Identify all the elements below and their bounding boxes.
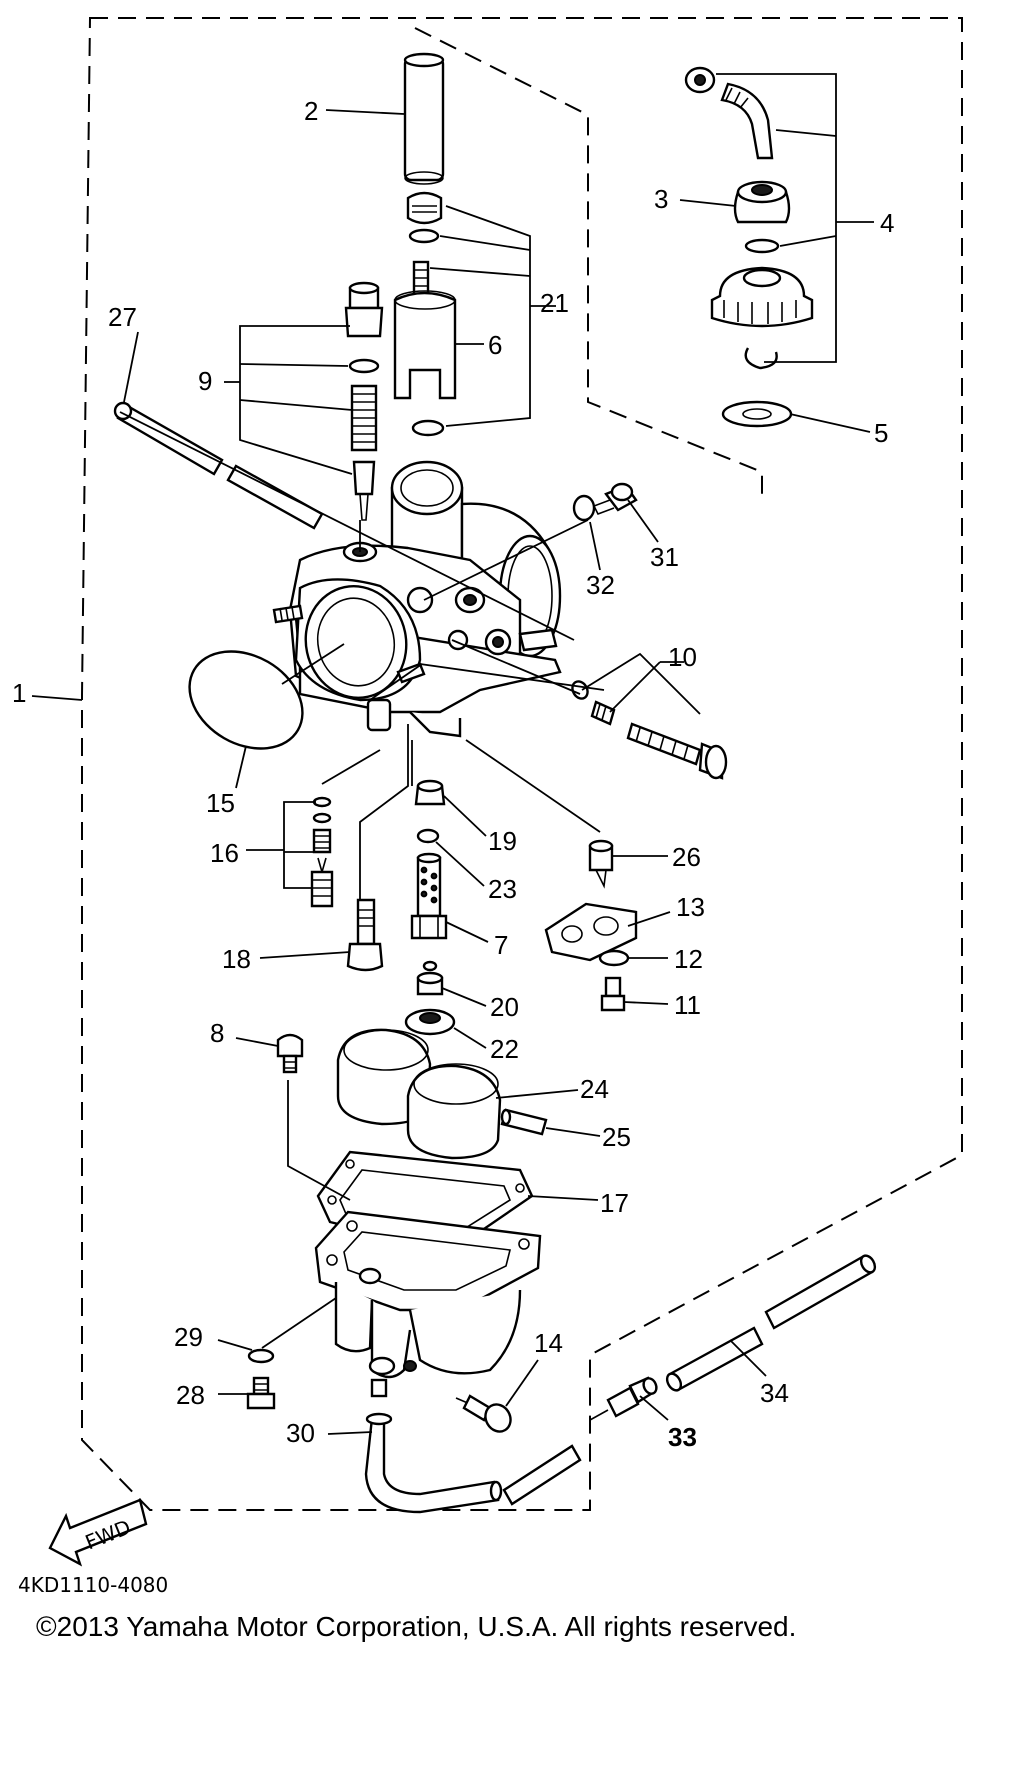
vent-tube-27 [113, 401, 324, 530]
callout-19: 19 [488, 826, 517, 856]
callout-13: 13 [676, 892, 705, 922]
callout-34: 34 [760, 1378, 789, 1408]
callout-14: 14 [534, 1328, 563, 1358]
callout-12: 12 [674, 944, 703, 974]
float-24 [336, 1028, 502, 1160]
callout-22: 22 [490, 1034, 519, 1064]
pilot-screw-set [344, 281, 384, 521]
drain-screw-8 [276, 1033, 304, 1074]
overflow-hose-30 [364, 1412, 582, 1514]
top-cap-assembly [684, 66, 814, 428]
callout-1: 1 [12, 678, 26, 708]
throttle-valve [393, 260, 457, 437]
callout-16: 16 [210, 838, 239, 868]
callout-23: 23 [488, 874, 517, 904]
callout-4: 4 [880, 208, 894, 238]
gasket-13 [544, 902, 638, 962]
callout-32: 32 [586, 570, 615, 600]
gasket-15 [188, 650, 304, 750]
fitting-33 [589, 1376, 658, 1421]
needle-holder [406, 191, 443, 244]
screw-31 [592, 482, 638, 516]
top-cap-boundary [414, 27, 763, 500]
washer-29 [247, 1348, 275, 1364]
callout-5: 5 [874, 418, 888, 448]
float-bowl [314, 1210, 542, 1398]
washer-32 [572, 494, 596, 522]
callout-15: 15 [206, 788, 235, 818]
callout-30: 30 [286, 1418, 315, 1448]
callout-27: 27 [108, 302, 137, 332]
callout-21: 21 [540, 288, 569, 318]
main-jet-20 [416, 960, 444, 996]
callout-8: 8 [210, 1018, 224, 1048]
throttle-stop-screw [571, 680, 728, 780]
callout-33: 33 [668, 1422, 697, 1452]
screw-11 [600, 976, 626, 1012]
callout-26: 26 [672, 842, 701, 872]
diagram-code: 4KD1110-4080 [18, 1573, 168, 1597]
carburetor-body [272, 460, 562, 738]
float-pin-25 [500, 1108, 548, 1136]
pilot-air-screw-16 [310, 796, 334, 908]
copyright-text: ©2013 Yamaha Motor Corporation, U.S.A. A… [36, 1611, 796, 1642]
callout-20: 20 [490, 992, 519, 1022]
leader-lines [31, 73, 874, 1435]
jet-column [410, 779, 448, 940]
callout-17: 17 [600, 1188, 629, 1218]
forward-arrow-icon: FWD [48, 1498, 148, 1567]
callout-18: 18 [222, 944, 251, 974]
fuel-hose-34 [665, 1254, 877, 1392]
assembly-boundary [81, 17, 963, 1511]
pilot-jet-18 [346, 898, 384, 972]
callout-3: 3 [654, 184, 668, 214]
callout-7: 7 [494, 930, 508, 960]
callout-9: 9 [198, 366, 212, 396]
callout-labels: 1 2 3 4 5 6 7 8 9 10 11 12 13 14 15 16 1… [12, 96, 894, 1452]
throttle-tube [403, 52, 445, 185]
callout-24: 24 [580, 1074, 609, 1104]
callout-2: 2 [304, 96, 318, 126]
screw-14 [455, 1394, 512, 1433]
callout-31: 31 [650, 542, 679, 572]
washer-22 [404, 1008, 456, 1036]
callout-25: 25 [602, 1122, 631, 1152]
washer-12 [598, 949, 630, 967]
callout-29: 29 [174, 1322, 203, 1352]
drain-plug-28 [246, 1376, 276, 1410]
callout-11: 11 [674, 990, 701, 1020]
callout-6: 6 [488, 330, 502, 360]
callout-28: 28 [176, 1380, 205, 1410]
jet-26 [588, 839, 614, 889]
callout-10: 10 [668, 642, 697, 672]
